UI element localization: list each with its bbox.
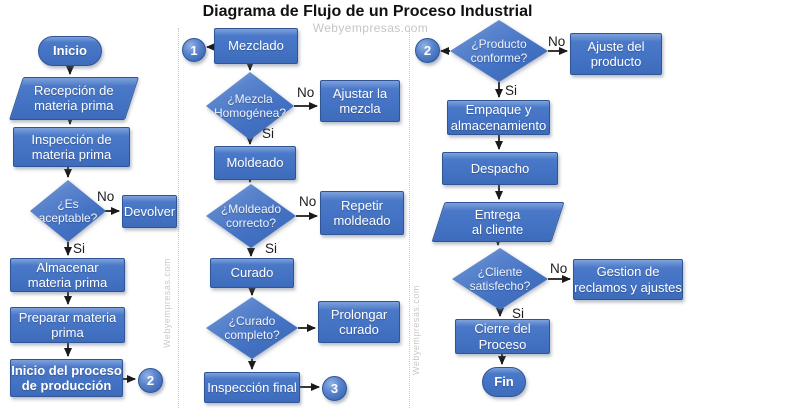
node-entrega-al-cliente: Entrega al cliente — [431, 202, 565, 242]
decision-producto-label: ¿Producto conforme? — [470, 36, 528, 65]
connector-3: 3 — [322, 376, 347, 401]
column-separator-1 — [178, 28, 179, 408]
node-ajustar-mezcla-label: Ajustar la mezcla — [332, 85, 388, 116]
node-ajustar-mezcla: Ajustar la mezcla — [320, 80, 400, 122]
node-mezclado: Mezclado — [214, 28, 298, 64]
node-inicio-proceso-label: Inicio del proceso de producción — [11, 362, 122, 393]
node-inicio-proceso-produccion: Inicio del proceso de producción — [10, 359, 123, 397]
decision-cliente-satisfecho: ¿Cliente satisfecho? — [452, 248, 548, 310]
node-mezclado-label: Mezclado — [228, 38, 284, 54]
edge-label-no-mezcla: No — [297, 85, 315, 100]
node-preparar-materia-prima: Preparar materia prima — [10, 307, 125, 343]
edge-label-si-producto: Si — [505, 83, 518, 98]
node-inspeccion-label: Inspección de materia prima — [31, 131, 112, 162]
node-curado-label: Curado — [230, 265, 274, 281]
diamond-shape: ¿Cliente satisfecho? — [452, 248, 548, 310]
column-separator-2 — [409, 28, 410, 408]
node-despacho: Despacho — [442, 152, 558, 185]
connector-2-in: 2 — [415, 38, 440, 63]
node-ajuste-del-producto: Ajuste del producto — [570, 33, 662, 75]
edge-label-no-moldeado: No — [299, 194, 317, 209]
node-repetir-moldeado: Repetir moldeado — [320, 191, 404, 235]
node-entrega-label: Entrega al cliente — [472, 206, 524, 237]
node-empaque-almacenamiento: Empaque y almacenamiento — [447, 100, 550, 135]
node-repetir-moldeado-label: Repetir moldeado — [333, 197, 391, 228]
node-ajuste-producto-label: Ajuste del producto — [587, 38, 645, 69]
node-curado: Curado — [210, 258, 294, 288]
node-moldeado-label: Moldeado — [226, 155, 284, 171]
decision-producto-conforme: ¿Producto conforme? — [450, 20, 548, 82]
node-fin-label: Fin — [494, 374, 514, 390]
node-almacenar-label: Almacenar materia prima — [27, 259, 108, 290]
edge-label-no-producto: No — [548, 34, 566, 49]
decision-es-aceptable: ¿Es aceptable? — [30, 180, 106, 242]
diamond-shape: ¿Es aceptable? — [30, 180, 106, 242]
edge-label-si-moldeado: Si — [265, 241, 278, 256]
node-moldeado: Moldeado — [214, 146, 296, 180]
node-inspeccion-materia-prima: Inspección de materia prima — [13, 127, 130, 167]
decision-curado-label: ¿Curado completo? — [224, 313, 280, 342]
node-fin: Fin — [482, 367, 526, 397]
node-prolongar-curado: Prolongar curado — [318, 301, 400, 343]
diamond-shape: ¿Curado completo? — [206, 297, 298, 359]
node-devolver: Devolver — [122, 195, 177, 228]
node-inicio: Inicio — [38, 36, 102, 66]
node-recepcion-label: Recepción de materia prima — [34, 83, 114, 114]
node-cierre-del-proceso: Cierre del Proceso — [455, 319, 550, 354]
node-empaque-label: Empaque y almacenamiento — [450, 102, 547, 133]
node-gestion-label: Gestion de reclamos y ajustes — [574, 264, 682, 295]
node-prolongar-curado-label: Prolongar curado — [330, 306, 388, 337]
connector-1: 1 — [182, 38, 206, 62]
page-title: Diagrama de Flujo de un Proceso Industri… — [202, 3, 533, 20]
decision-moldeado-label: ¿Moldeado correcto? — [220, 201, 282, 230]
decision-mezcla-homogenea: ¿Mezcla Homogénea? — [206, 72, 294, 140]
node-inicio-label: Inicio — [53, 43, 87, 59]
diamond-shape: ¿Producto conforme? — [450, 20, 548, 82]
node-recepcion-materia-prima: Recepción de materia prima — [9, 77, 139, 120]
node-cierre-label: Cierre del Proceso — [474, 321, 531, 352]
node-inspeccion-final-label: Inspección final — [207, 379, 297, 395]
edge-label-si-aceptable: Si — [73, 241, 86, 256]
node-almacenar-materia-prima: Almacenar materia prima — [10, 258, 125, 292]
node-preparar-label: Preparar materia prima — [18, 309, 117, 340]
edge-label-si-mezcla: Si — [262, 126, 275, 141]
decision-moldeado-correcto: ¿Moldeado correcto? — [206, 184, 296, 248]
node-despacho-label: Despacho — [470, 160, 530, 176]
connector-2-out: 2 — [138, 368, 163, 393]
decision-mezcla-label: ¿Mezcla Homogénea? — [213, 91, 287, 120]
diamond-shape: ¿Mezcla Homogénea? — [206, 72, 294, 140]
decision-cliente-label: ¿Cliente satisfecho? — [469, 264, 531, 293]
edge-label-no-aceptable: No — [97, 189, 115, 204]
diamond-shape: ¿Moldeado correcto? — [206, 184, 296, 248]
node-gestion-reclamos: Gestion de reclamos y ajustes — [573, 259, 683, 300]
node-inspeccion-final: Inspección final — [204, 372, 300, 403]
decision-aceptable-label: ¿Es aceptable? — [38, 196, 98, 225]
edge-label-no-cliente: No — [550, 261, 568, 276]
watermark-top: Webyempresas.com — [312, 21, 429, 35]
edge-label-si-cliente: Si — [512, 306, 525, 321]
decision-curado-completo: ¿Curado completo? — [206, 297, 298, 359]
node-devolver-label: Devolver — [123, 203, 176, 219]
